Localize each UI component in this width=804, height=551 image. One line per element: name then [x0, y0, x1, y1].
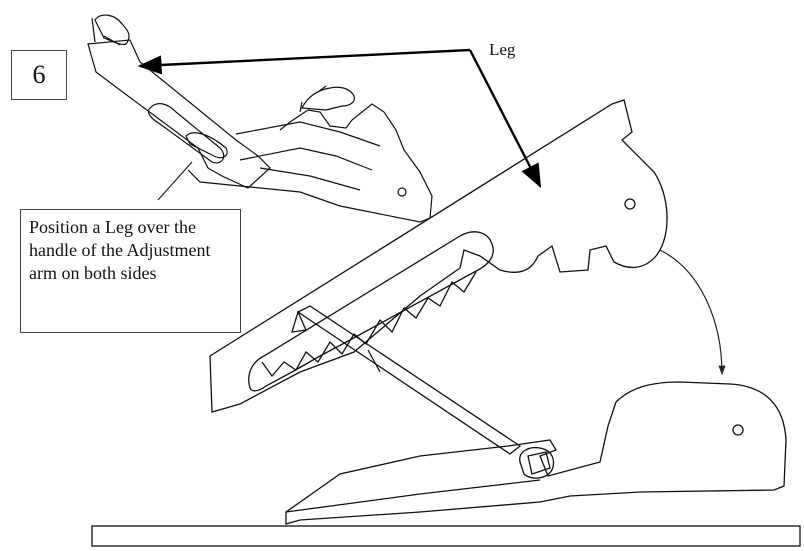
leg-piece: [209, 99, 668, 413]
motion-arrow: [659, 249, 726, 376]
floor-plank: [91, 525, 801, 547]
inset-illustration: [87, 14, 433, 223]
leg-arrow-main: [468, 49, 542, 189]
leg-slot-teeth: [248, 231, 494, 392]
adjustment-arm: [296, 305, 522, 455]
instruction-callout: Position a Leg over the handle of the Ad…: [20, 209, 241, 333]
callout-text: Position a Leg over the handle of the Ad…: [29, 217, 211, 283]
step-number-box: 6: [11, 50, 67, 100]
leg-label: Leg: [489, 40, 516, 59]
main-illustration: [91, 99, 801, 547]
step-number: 6: [32, 60, 46, 89]
base-frame: [285, 381, 787, 525]
leg-arrow-inset: [137, 48, 471, 75]
pivot-knob: [519, 446, 555, 479]
callout-pointer-line: [157, 161, 193, 201]
